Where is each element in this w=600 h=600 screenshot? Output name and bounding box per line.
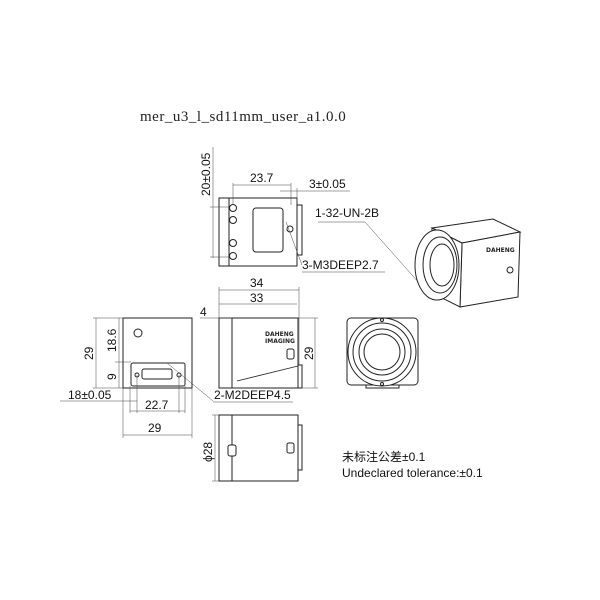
dim-body: 33 [250,291,264,305]
tolerance-note-en: Undeclared tolerance:±0.1 [342,466,483,480]
screw-icon [229,252,237,260]
dim-total: 34 [250,276,264,290]
screw-icon [229,204,237,212]
drawing-title: mer_u3_l_sd11mm_user_a1.0.0 [140,109,346,125]
front-plate [218,197,230,267]
hole-label: 3-M3DEEP2.7 [302,258,379,272]
screw-hole-icon [286,225,294,233]
dim-diameter: ϕ28 [201,442,215,462]
thread-label: 1-32-UN-2B [315,206,379,220]
dim-height: 29 [302,346,316,360]
screw-icon [229,239,237,247]
logo-side: DAHENG [265,331,294,338]
back-view: 29 18.6 9 18±0.05 22.7 29 2-M2DEEP4.5 [60,317,293,438]
lens-mount [296,204,303,256]
dim-hole-spacing: 18±0.05 [68,388,112,402]
svg-text:IMAGING: IMAGING [265,338,295,345]
hole-label: 2-M2DEEP4.5 [214,388,291,402]
dim-front: 4 [200,305,207,319]
screw-icon [229,216,237,224]
dim-upper: 18.6 [105,328,119,352]
usb3-port-icon [141,368,173,380]
screw-icon [227,444,237,457]
dim-width: 23.7 [250,171,274,185]
top-view: 20±0.05 23.7 3±0.05 1-32-UN-2B 3-M3DEEP2… [199,147,421,285]
dim-lower: 9 [105,373,119,380]
dim-height: 29 [82,346,96,360]
sensor-window [252,207,284,253]
dim-width: 29 [148,421,162,435]
isometric-view: DAHENG [414,218,522,308]
bottom-view: ϕ28 [201,414,303,482]
dim-panel: 22.7 [145,398,169,412]
dim-offset: 3±0.05 [309,177,346,191]
screw-icon [286,442,295,454]
tolerance-note-cn: 未标注公差±0.1 [342,449,426,464]
front-view [346,317,419,389]
side-view: DAHENG IMAGING 34 33 4 29 [200,276,318,389]
logo-iso: DAHENG [486,247,515,254]
dim-height: 20±0.05 [199,152,213,196]
screw-icon [286,348,295,360]
